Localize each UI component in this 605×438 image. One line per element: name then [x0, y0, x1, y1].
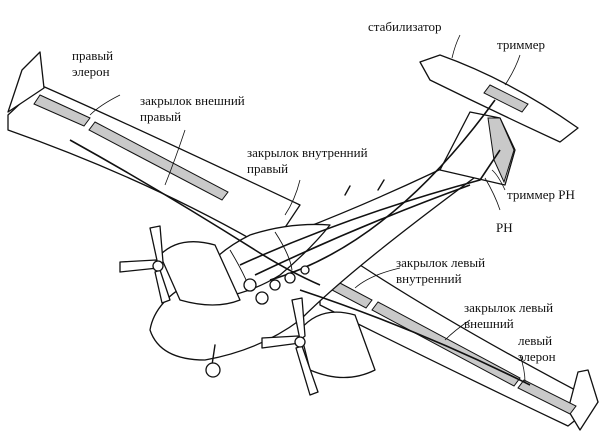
left-engine-nacelle [299, 311, 376, 379]
nose-gear [205, 344, 221, 378]
right-engine-nacelle [159, 241, 241, 306]
right-propeller [119, 225, 171, 304]
label-stabilizer: стабилизатор [368, 19, 442, 34]
control-cables [69, 99, 531, 386]
left-aileron-surface [517, 379, 577, 415]
right-outer-flap-surface [88, 121, 229, 201]
control-mechanism [243, 265, 310, 305]
right-aileron-surface [33, 94, 91, 127]
leader-lines [89, 34, 526, 383]
rudder-surface [487, 117, 515, 184]
label-rudder: РН [496, 220, 513, 235]
left-propeller [261, 297, 319, 396]
label-rudder-trimmer: триммер РН [507, 187, 575, 202]
antenna [344, 179, 385, 196]
trimmer-surface [483, 84, 529, 113]
label-trimmer: триммер [497, 37, 546, 52]
left-outer-flap-surface [371, 301, 521, 387]
